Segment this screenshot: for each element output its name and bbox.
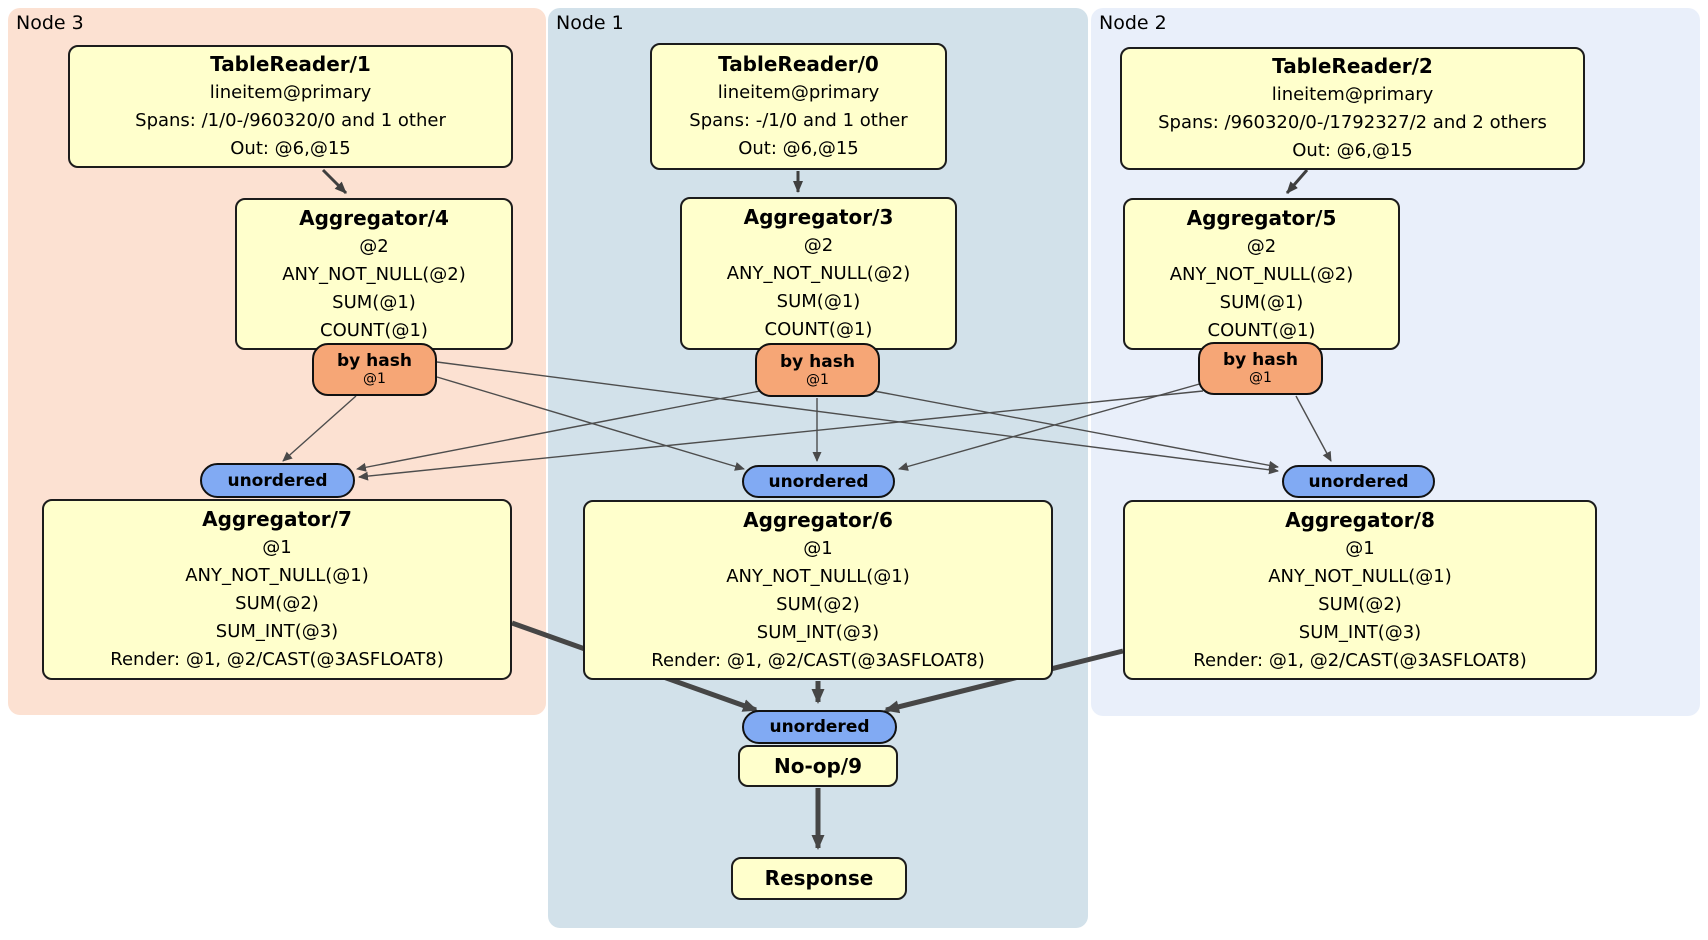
processor-response: Response: [731, 857, 907, 900]
router-by-hash-3: by hash @1: [755, 343, 880, 397]
processor-detail-line: SUM(@1): [332, 291, 416, 313]
processor-detail-line: SUM_INT(@3): [215, 621, 339, 642]
processor-title: TableReader/0: [718, 52, 879, 76]
processor-detail-line: SUM_INT(@3): [1298, 621, 1422, 643]
processor-detail-line: Render: @1, @2/CAST(@3ASFLOAT8): [110, 649, 444, 670]
processor-detail-line: @2: [359, 235, 389, 257]
router-detail: @1: [1249, 370, 1272, 386]
processor-detail-line: @1: [803, 537, 833, 559]
processor-title: Response: [764, 866, 874, 890]
region-label-node1: Node 1: [556, 12, 624, 34]
processor-detail-line: @2: [1246, 235, 1277, 257]
processor-title: Aggregator/5: [1186, 205, 1337, 230]
processor-detail-line: SUM(@1): [1219, 291, 1304, 313]
sync-unordered-right: unordered: [1282, 465, 1435, 498]
processor-title: Aggregator/8: [1285, 507, 1435, 532]
processor-detail-line: Out: @6,@15: [738, 138, 859, 159]
processor-detail-line: Out: @6,@15: [1292, 140, 1413, 161]
router-label: by hash: [337, 351, 412, 371]
processor-title: Aggregator/6: [743, 507, 893, 532]
router-detail: @1: [363, 371, 386, 387]
processor-title: Aggregator/3: [743, 205, 894, 229]
processor-detail-line: ANY_NOT_NULL(@1): [185, 565, 369, 586]
processor-detail-line: @1: [1345, 537, 1375, 559]
processor-detail-line: ANY_NOT_NULL(@2): [1169, 263, 1354, 285]
processor-detail-line: SUM_INT(@3): [756, 621, 880, 643]
processor-detail-line: ANY_NOT_NULL(@2): [282, 263, 466, 285]
processor-detail-line: COUNT(@1): [320, 319, 428, 341]
processor-detail-line: SUM(@1): [776, 291, 861, 312]
processor-detail-line: SUM(@2): [235, 593, 319, 614]
processor-detail-line: Spans: -/1/0 and 1 other: [689, 110, 908, 131]
processor-detail-line: COUNT(@1): [764, 319, 873, 340]
region-label-node3: Node 3: [16, 12, 84, 34]
processor-detail-line: Render: @1, @2/CAST(@3ASFLOAT8): [1193, 649, 1527, 671]
processor-detail-line: ANY_NOT_NULL(@2): [726, 263, 911, 284]
processor-title: TableReader/2: [1272, 54, 1433, 78]
processor-detail-line: SUM(@2): [776, 593, 860, 615]
processor-title: TableReader/1: [210, 52, 371, 76]
processor-detail-line: Out: @6,@15: [230, 138, 351, 159]
processor-detail-line: @2: [803, 235, 834, 256]
sync-unordered-middle: unordered: [742, 465, 895, 498]
processor-detail-line: lineitem@primary: [1271, 84, 1434, 105]
processor-detail-line: SUM(@2): [1318, 593, 1402, 615]
processor-title: Aggregator/7: [202, 507, 352, 531]
processor-detail-line: ANY_NOT_NULL(@1): [726, 565, 910, 587]
processor-detail-line: ANY_NOT_NULL(@1): [1268, 565, 1452, 587]
region-label-node2: Node 2: [1099, 12, 1167, 34]
router-label: by hash: [1223, 350, 1298, 370]
router-by-hash-4: by hash @1: [312, 343, 437, 396]
router-label: by hash: [780, 351, 855, 372]
processor-detail-line: Spans: /960320/0-/1792327/2 and 2 others: [1158, 112, 1547, 133]
processor-noop-9: No-op/9: [738, 745, 898, 787]
processor-detail-line: @1: [262, 537, 292, 558]
processor-title: No-op/9: [773, 753, 863, 778]
processor-detail-line: Spans: /1/0-/960320/0 and 1 other: [135, 110, 446, 131]
router-detail: @1: [806, 371, 829, 388]
sync-unordered-left: unordered: [200, 463, 355, 498]
processor-detail-line: lineitem@primary: [717, 82, 880, 103]
router-by-hash-5: by hash @1: [1198, 342, 1323, 395]
processor-detail-line: lineitem@primary: [209, 82, 372, 103]
processor-title: Aggregator/4: [299, 205, 449, 230]
sync-unordered-final: unordered: [742, 710, 897, 744]
processor-detail-line: COUNT(@1): [1207, 319, 1316, 341]
processor-detail-line: Render: @1, @2/CAST(@3ASFLOAT8): [651, 649, 985, 671]
